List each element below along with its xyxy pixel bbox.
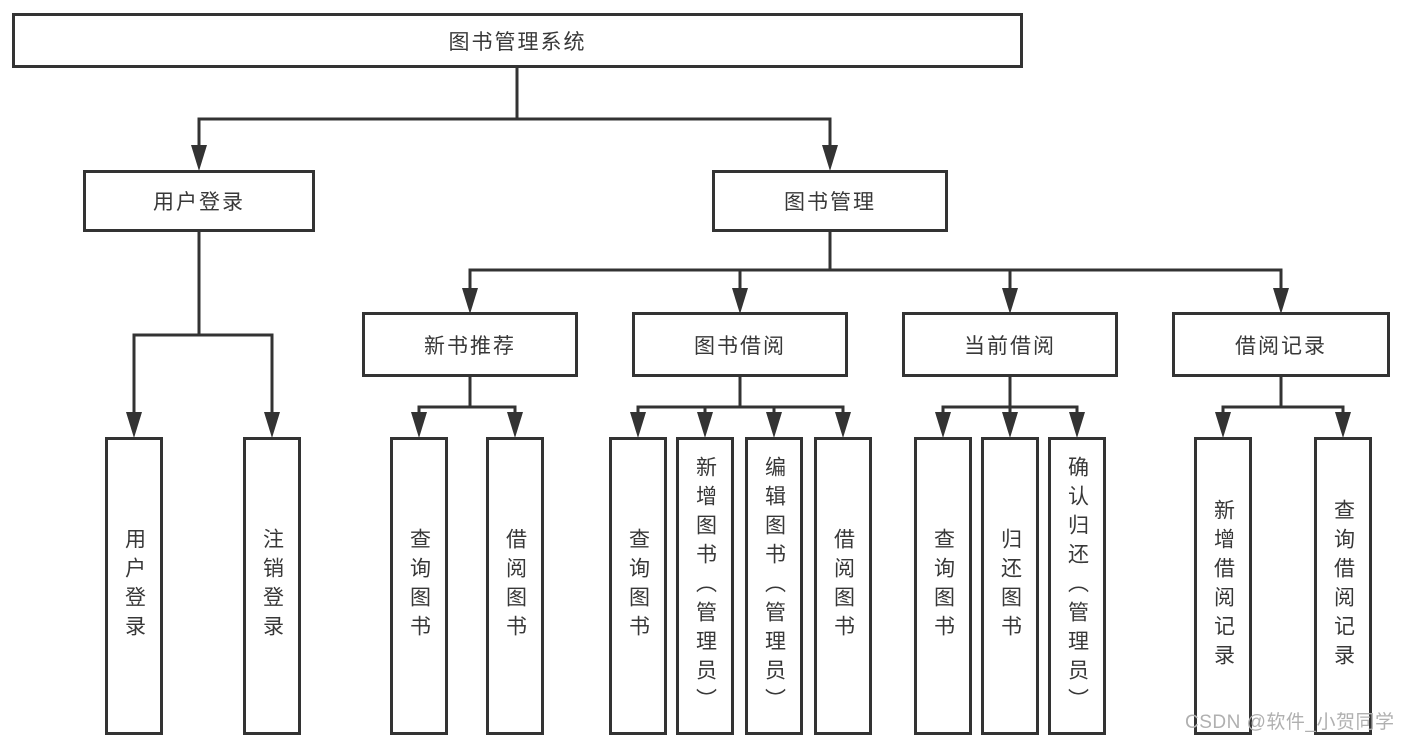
arrow-down-icon (822, 145, 838, 171)
leaf-current-confirm-label: 确认归还（管理员） (1065, 455, 1089, 717)
arrow-down-icon (1002, 412, 1018, 438)
leaf-records-query-label: 查询借阅记录 (1331, 499, 1355, 673)
leaf-bookborrow-query: 查询图书 (609, 437, 667, 735)
arrow-down-icon (1002, 288, 1018, 314)
connector-current-borrow (935, 375, 1085, 438)
node-borrow-records-label: 借阅记录 (1235, 334, 1327, 358)
node-root-label: 图书管理系统 (448, 30, 587, 54)
leaf-records-query: 查询借阅记录 (1314, 437, 1372, 735)
leaf-bookborrow-borrow-label: 借阅图书 (831, 528, 855, 644)
watermark-text: CSDN @软件_小贺同学 (1185, 712, 1395, 733)
node-book-mgmt: 图书管理 (712, 170, 948, 232)
arrow-down-icon (1215, 412, 1231, 438)
leaf-bookborrow-edit-label: 编辑图书（管理员） (762, 455, 786, 717)
node-current-borrow: 当前借阅 (902, 312, 1118, 377)
arrow-down-icon (835, 412, 851, 438)
connector-root (191, 66, 838, 171)
leaf-user-login: 用户登录 (105, 437, 163, 735)
arrow-down-icon (1335, 412, 1351, 438)
leaf-newbooks-borrow: 借阅图书 (486, 437, 544, 735)
arrow-down-icon (630, 412, 646, 438)
arrow-down-icon (697, 412, 713, 438)
node-new-books: 新书推荐 (362, 312, 578, 377)
leaf-current-query: 查询图书 (914, 437, 972, 735)
leaf-current-query-label: 查询图书 (931, 528, 955, 644)
leaf-newbooks-query-label: 查询图书 (407, 528, 431, 644)
node-new-books-label: 新书推荐 (424, 334, 516, 358)
leaf-user-login-label: 用户登录 (122, 528, 146, 644)
arrow-down-icon (1273, 288, 1289, 314)
node-borrow-records: 借阅记录 (1172, 312, 1390, 377)
leaf-current-confirm: 确认归还（管理员） (1048, 437, 1106, 735)
leaf-records-add: 新增借阅记录 (1194, 437, 1252, 735)
connector-book-mgmt (462, 230, 1289, 314)
arrow-down-icon (264, 412, 280, 438)
arrow-down-icon (462, 288, 478, 314)
leaf-bookborrow-add-label: 新增图书（管理员） (693, 455, 717, 717)
node-book-mgmt-label: 图书管理 (784, 191, 876, 214)
node-book-borrow: 图书借阅 (632, 312, 848, 377)
leaf-bookborrow-edit: 编辑图书（管理员） (745, 437, 803, 735)
node-user-login: 用户登录 (83, 170, 315, 232)
arrow-down-icon (766, 412, 782, 438)
connector-user-login (126, 230, 280, 438)
node-current-borrow-label: 当前借阅 (964, 334, 1056, 358)
arrow-down-icon (126, 412, 142, 438)
leaf-newbooks-query: 查询图书 (390, 437, 448, 735)
leaf-current-return: 归还图书 (981, 437, 1039, 735)
arrow-down-icon (507, 412, 523, 438)
leaf-logout-label: 注销登录 (260, 528, 284, 644)
arrow-down-icon (1069, 412, 1085, 438)
connector-borrow-records (1215, 375, 1351, 438)
arrow-down-icon (732, 288, 748, 314)
arrow-down-icon (191, 145, 207, 171)
leaf-records-add-label: 新增借阅记录 (1211, 499, 1235, 673)
leaf-bookborrow-query-label: 查询图书 (626, 528, 650, 644)
connector-new-books (411, 375, 523, 438)
node-book-borrow-label: 图书借阅 (694, 334, 786, 358)
leaf-bookborrow-borrow: 借阅图书 (814, 437, 872, 735)
leaf-bookborrow-add: 新增图书（管理员） (676, 437, 734, 735)
node-root: 图书管理系统 (12, 13, 1023, 68)
connector-book-borrow (630, 375, 851, 438)
node-user-login-label: 用户登录 (153, 191, 245, 214)
leaf-current-return-label: 归还图书 (998, 528, 1022, 644)
leaf-newbooks-borrow-label: 借阅图书 (503, 528, 527, 644)
arrow-down-icon (411, 412, 427, 438)
leaf-logout: 注销登录 (243, 437, 301, 735)
arrow-down-icon (935, 412, 951, 438)
